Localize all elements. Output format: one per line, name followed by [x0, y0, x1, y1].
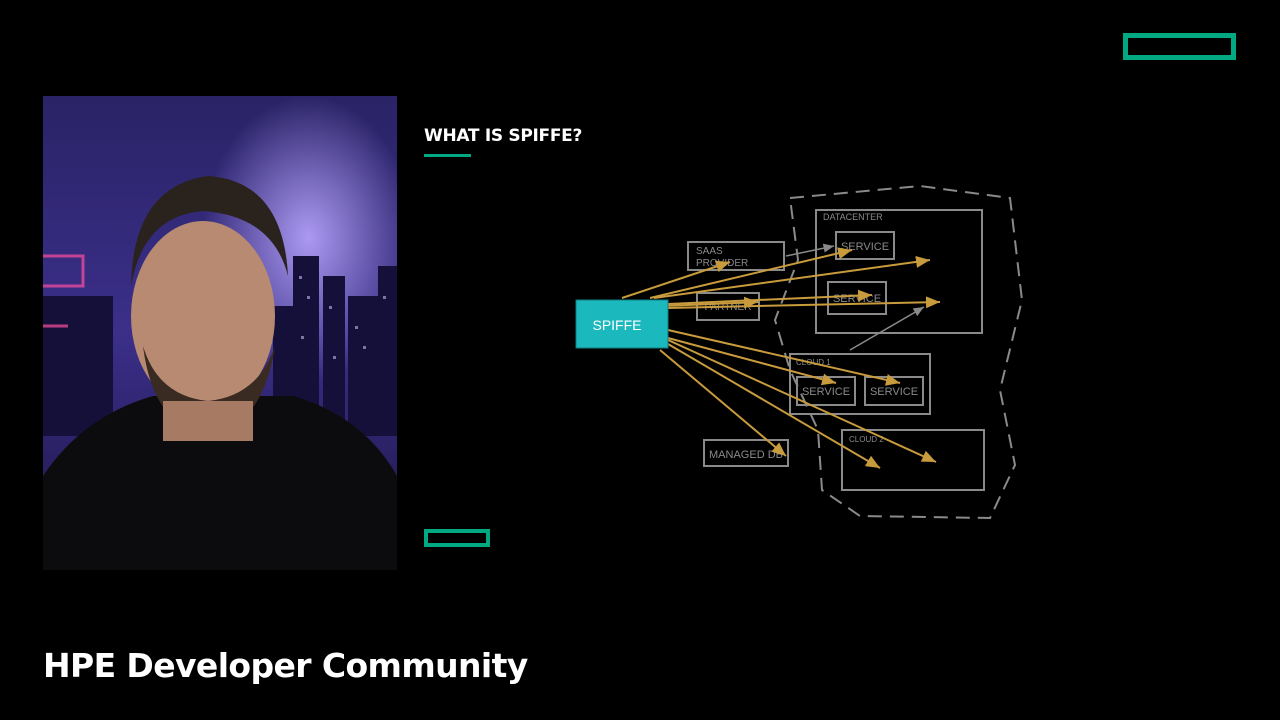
- arrow-to-cloud2-2: [667, 339, 937, 463]
- cloud1-box: [789, 353, 931, 415]
- footer-title: HPE Developer Community: [43, 646, 528, 685]
- saas-provider-label-1: SAAS: [696, 246, 723, 257]
- saas-provider-box: [687, 241, 785, 271]
- managed-db-box: [703, 439, 789, 467]
- arrow-to-dc-right: [653, 255, 931, 299]
- slide-title: WHAT IS SPIFFE?: [424, 126, 583, 146]
- arrow-to-dc-right-2: [667, 296, 941, 309]
- arrow-to-cloud1-service-1: [667, 337, 837, 386]
- managed-db-label: MANAGED DB: [709, 449, 783, 461]
- arrow-to-saas: [621, 260, 731, 299]
- arrow-to-cloud2-1: [667, 343, 881, 469]
- arrow-to-dc-service-1: [649, 247, 853, 299]
- spiffe-box: [576, 300, 668, 348]
- dc-service-label-1: SERVICE: [841, 241, 889, 253]
- cloud1-service-label-1: SERVICE: [802, 386, 850, 398]
- saas-to-dc-connector: [785, 243, 835, 257]
- arrow-to-managed-db: [659, 349, 787, 457]
- cloud1-service-label-2: SERVICE: [870, 386, 918, 398]
- saas-provider-label-2: PROVIDER: [696, 258, 748, 269]
- infrastructure-boundary: [773, 184, 1024, 520]
- arrow-to-cloud1-service-2: [667, 329, 901, 386]
- presenter-video-icon: [43, 96, 397, 570]
- datacenter-box: [815, 209, 983, 334]
- cloud2-label: CLOUD 2: [849, 435, 884, 444]
- hpe-small-logo-icon: [424, 529, 490, 547]
- spiffe-label: SPIFFE: [592, 317, 641, 333]
- dc-service-box-1: [835, 231, 895, 260]
- arrow-to-partner: [663, 296, 759, 309]
- cloud2-box: [841, 429, 985, 491]
- cloud-to-dc-connector: [849, 306, 925, 351]
- title-underline: [424, 154, 471, 157]
- spiffe-diagram: DATACENTER SERVICE SERVICE SAAS PROVIDER…: [575, 184, 1024, 520]
- arrow-to-dc-service-2: [667, 289, 873, 305]
- datacenter-label: DATACENTER: [823, 212, 883, 222]
- dc-service-box-2: [827, 281, 887, 315]
- hpe-logo-icon: [1123, 33, 1236, 60]
- presenter-webcam: [43, 96, 397, 570]
